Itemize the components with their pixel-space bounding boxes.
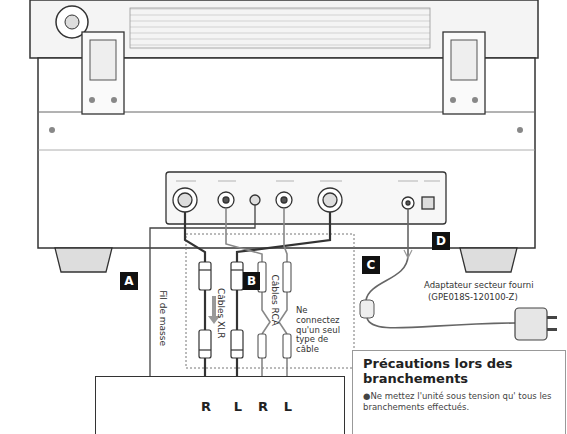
callout-box: B [243, 272, 260, 290]
adapter-model: (GPE018S-120100-Z) [428, 293, 518, 303]
plinth-line [38, 150, 535, 151]
direction-arrow [404, 250, 412, 258]
channel-label: L [284, 399, 292, 414]
screw [517, 127, 523, 133]
foot [460, 248, 517, 272]
connector-panel [166, 172, 446, 224]
rca-plug [258, 262, 291, 358]
callout-box: D [432, 232, 450, 250]
ferrite-core [360, 300, 374, 318]
callout-letter: A [124, 275, 133, 287]
panel-marks [176, 181, 440, 182]
cable-note: Ne connectez qu'un seul type de câble [296, 306, 352, 355]
platter-edge [130, 8, 430, 48]
channel-label: R [201, 399, 211, 414]
note-heading: Précautions lors des branchements [363, 357, 557, 387]
callout-letter: C [367, 259, 376, 271]
cable-label: Câbles RCA [269, 274, 279, 325]
channel-label: R [258, 399, 268, 414]
callout-box: A [120, 272, 138, 290]
counterweight-hub [65, 15, 79, 29]
amplifier-box: RLRL [95, 376, 345, 434]
screw [49, 127, 55, 133]
adapter-label: Adaptateur secteur fourni [424, 281, 534, 291]
rca-cable [226, 208, 287, 378]
callout-letter: B [247, 275, 256, 287]
callout-letter: D [436, 235, 446, 247]
hinge [443, 32, 485, 114]
note-body: ●Ne mettez l'unité sous tension qu' tous… [363, 391, 557, 413]
ground-wire-label: Fil de masse [158, 290, 168, 346]
precautions-box: Précautions lors des branchements ●Ne met… [352, 350, 566, 434]
foot [55, 248, 112, 272]
power-cable [366, 209, 408, 300]
jacks [173, 188, 434, 212]
callout-box: C [362, 256, 380, 274]
cable-group-outline [186, 234, 354, 368]
channel-label: L [234, 399, 242, 414]
power-adapter [515, 308, 557, 340]
power-cable [367, 318, 515, 328]
ground-wire [150, 205, 255, 400]
xlr-plug [199, 262, 243, 358]
hinge [82, 32, 124, 114]
cable-label: Câbles XLR [216, 288, 226, 339]
